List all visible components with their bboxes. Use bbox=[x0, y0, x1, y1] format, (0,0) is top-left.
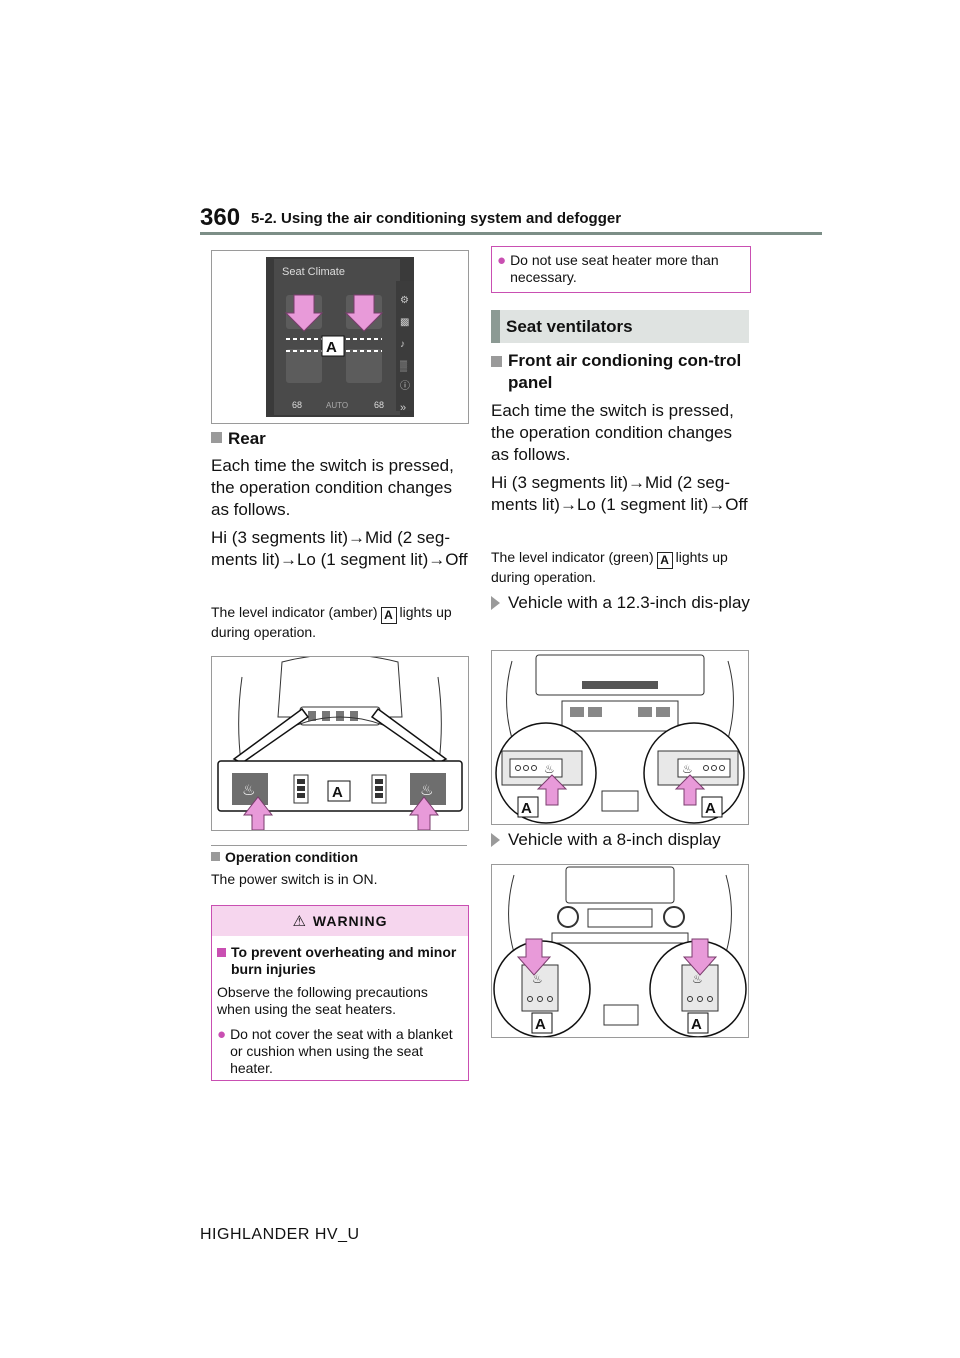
section-title: 5-2. Using the air conditioning system a… bbox=[251, 210, 622, 227]
temp-right: 68 bbox=[374, 400, 384, 410]
section-divider bbox=[211, 845, 467, 846]
callout-a: A bbox=[326, 339, 337, 356]
square-bullet-icon bbox=[211, 852, 220, 861]
warning-text: Observe the following precautions when u… bbox=[217, 984, 428, 1017]
rear-para1: Each time the switch is pressed, the ope… bbox=[211, 456, 454, 519]
seat-heater-icon: ♨ bbox=[420, 782, 433, 799]
info-icon: ⓘ bbox=[400, 380, 410, 392]
display-12-label: Vehicle with a 12.3-inch dis-play bbox=[491, 592, 753, 614]
operation-heading: Operation condition bbox=[211, 849, 358, 866]
rear-switch-illustration: ♨ ♨ A bbox=[217, 657, 463, 830]
callout-a: A bbox=[691, 1016, 702, 1033]
triangle-bullet-icon bbox=[491, 833, 500, 847]
warning-box: ⚠WARNING To prevent overheating and mino… bbox=[211, 905, 469, 1081]
page-number: 360 bbox=[200, 204, 241, 231]
display-8-label: Vehicle with a 8-inch display bbox=[491, 829, 753, 851]
warning-triangle-icon: ⚠ bbox=[292, 913, 307, 930]
callout-a: A bbox=[332, 784, 343, 801]
seat-climate-illustration: Seat Climate A ⚙ ▩ ♪ ▒ ⓘ » 68 AUTO 68 bbox=[266, 257, 414, 417]
warning-box-continued: ●Do not use seat heater more than necess… bbox=[491, 246, 751, 293]
vent-para2: Hi (3 segments lit)→Mid (2 seg-ments lit… bbox=[491, 473, 748, 514]
triangle-bullet-icon bbox=[491, 596, 500, 610]
footer-model: HIGHLANDER HV_U bbox=[200, 1226, 360, 1243]
music-icon: ♪ bbox=[400, 339, 405, 350]
square-bullet-icon bbox=[491, 356, 502, 367]
callout-a: A bbox=[521, 800, 532, 817]
bullet-dot-icon: ● bbox=[217, 1026, 227, 1043]
temp-left: 68 bbox=[292, 400, 302, 410]
square-bullet-icon bbox=[211, 432, 222, 443]
seat-icon: ▩ bbox=[400, 317, 409, 328]
seat-climate-figure: Seat Climate A ⚙ ▩ ♪ ▒ ⓘ » 68 AUTO 68 bbox=[211, 250, 469, 424]
seat-ventilators-heading: Seat ventilators bbox=[491, 310, 749, 343]
display-8-illustration: ♨ ♨ A A bbox=[493, 866, 747, 1037]
warning-bullet: ●Do not cover the seat with a blanket or… bbox=[217, 1026, 453, 1076]
seat-ventilator-icon: ♨ bbox=[682, 762, 693, 776]
bullet-dot-icon: ● bbox=[497, 252, 507, 269]
operation-text: The power switch is in ON. bbox=[211, 871, 378, 887]
display-12-illustration: ♨ ♨ A A bbox=[495, 654, 745, 824]
warning-subheading: To prevent overheating and minor burn in… bbox=[212, 936, 468, 978]
warning-bullet: ●Do not use seat heater more than necess… bbox=[497, 252, 719, 285]
front-panel-heading: Front air condioning con-trol panel bbox=[491, 350, 753, 394]
callout-a-inline: A bbox=[656, 552, 673, 569]
mode-label: AUTO bbox=[326, 401, 348, 410]
screen-title: Seat Climate bbox=[282, 266, 345, 278]
chevron-right-icon: » bbox=[400, 402, 406, 414]
callout-a: A bbox=[535, 1016, 546, 1033]
rear-para2: Hi (3 segments lit)→Mid (2 seg-ments lit… bbox=[211, 528, 468, 569]
square-bullet-icon bbox=[217, 948, 226, 957]
vent-para1: Each time the switch is pressed, the ope… bbox=[491, 401, 734, 464]
rear-switch-figure: ♨ ♨ A bbox=[211, 656, 469, 831]
gear-icon: ⚙ bbox=[400, 295, 409, 306]
display-12-figure: ♨ ♨ A A bbox=[491, 650, 749, 825]
seat-heater-icon: ♨ bbox=[242, 782, 255, 799]
callout-a-inline: A bbox=[380, 607, 397, 624]
seat-ventilator-icon: ♨ bbox=[692, 972, 703, 986]
rear-heading: Rear bbox=[211, 428, 266, 450]
header-rule bbox=[200, 232, 822, 235]
callout-a: A bbox=[705, 800, 716, 817]
seat-ventilator-icon: ♨ bbox=[544, 762, 555, 776]
display-8-figure: ♨ ♨ A A bbox=[491, 864, 749, 1038]
seat-ventilator-icon: ♨ bbox=[532, 972, 543, 986]
bars-icon: ▒ bbox=[400, 360, 408, 372]
warning-header: ⚠WARNING bbox=[212, 906, 468, 936]
